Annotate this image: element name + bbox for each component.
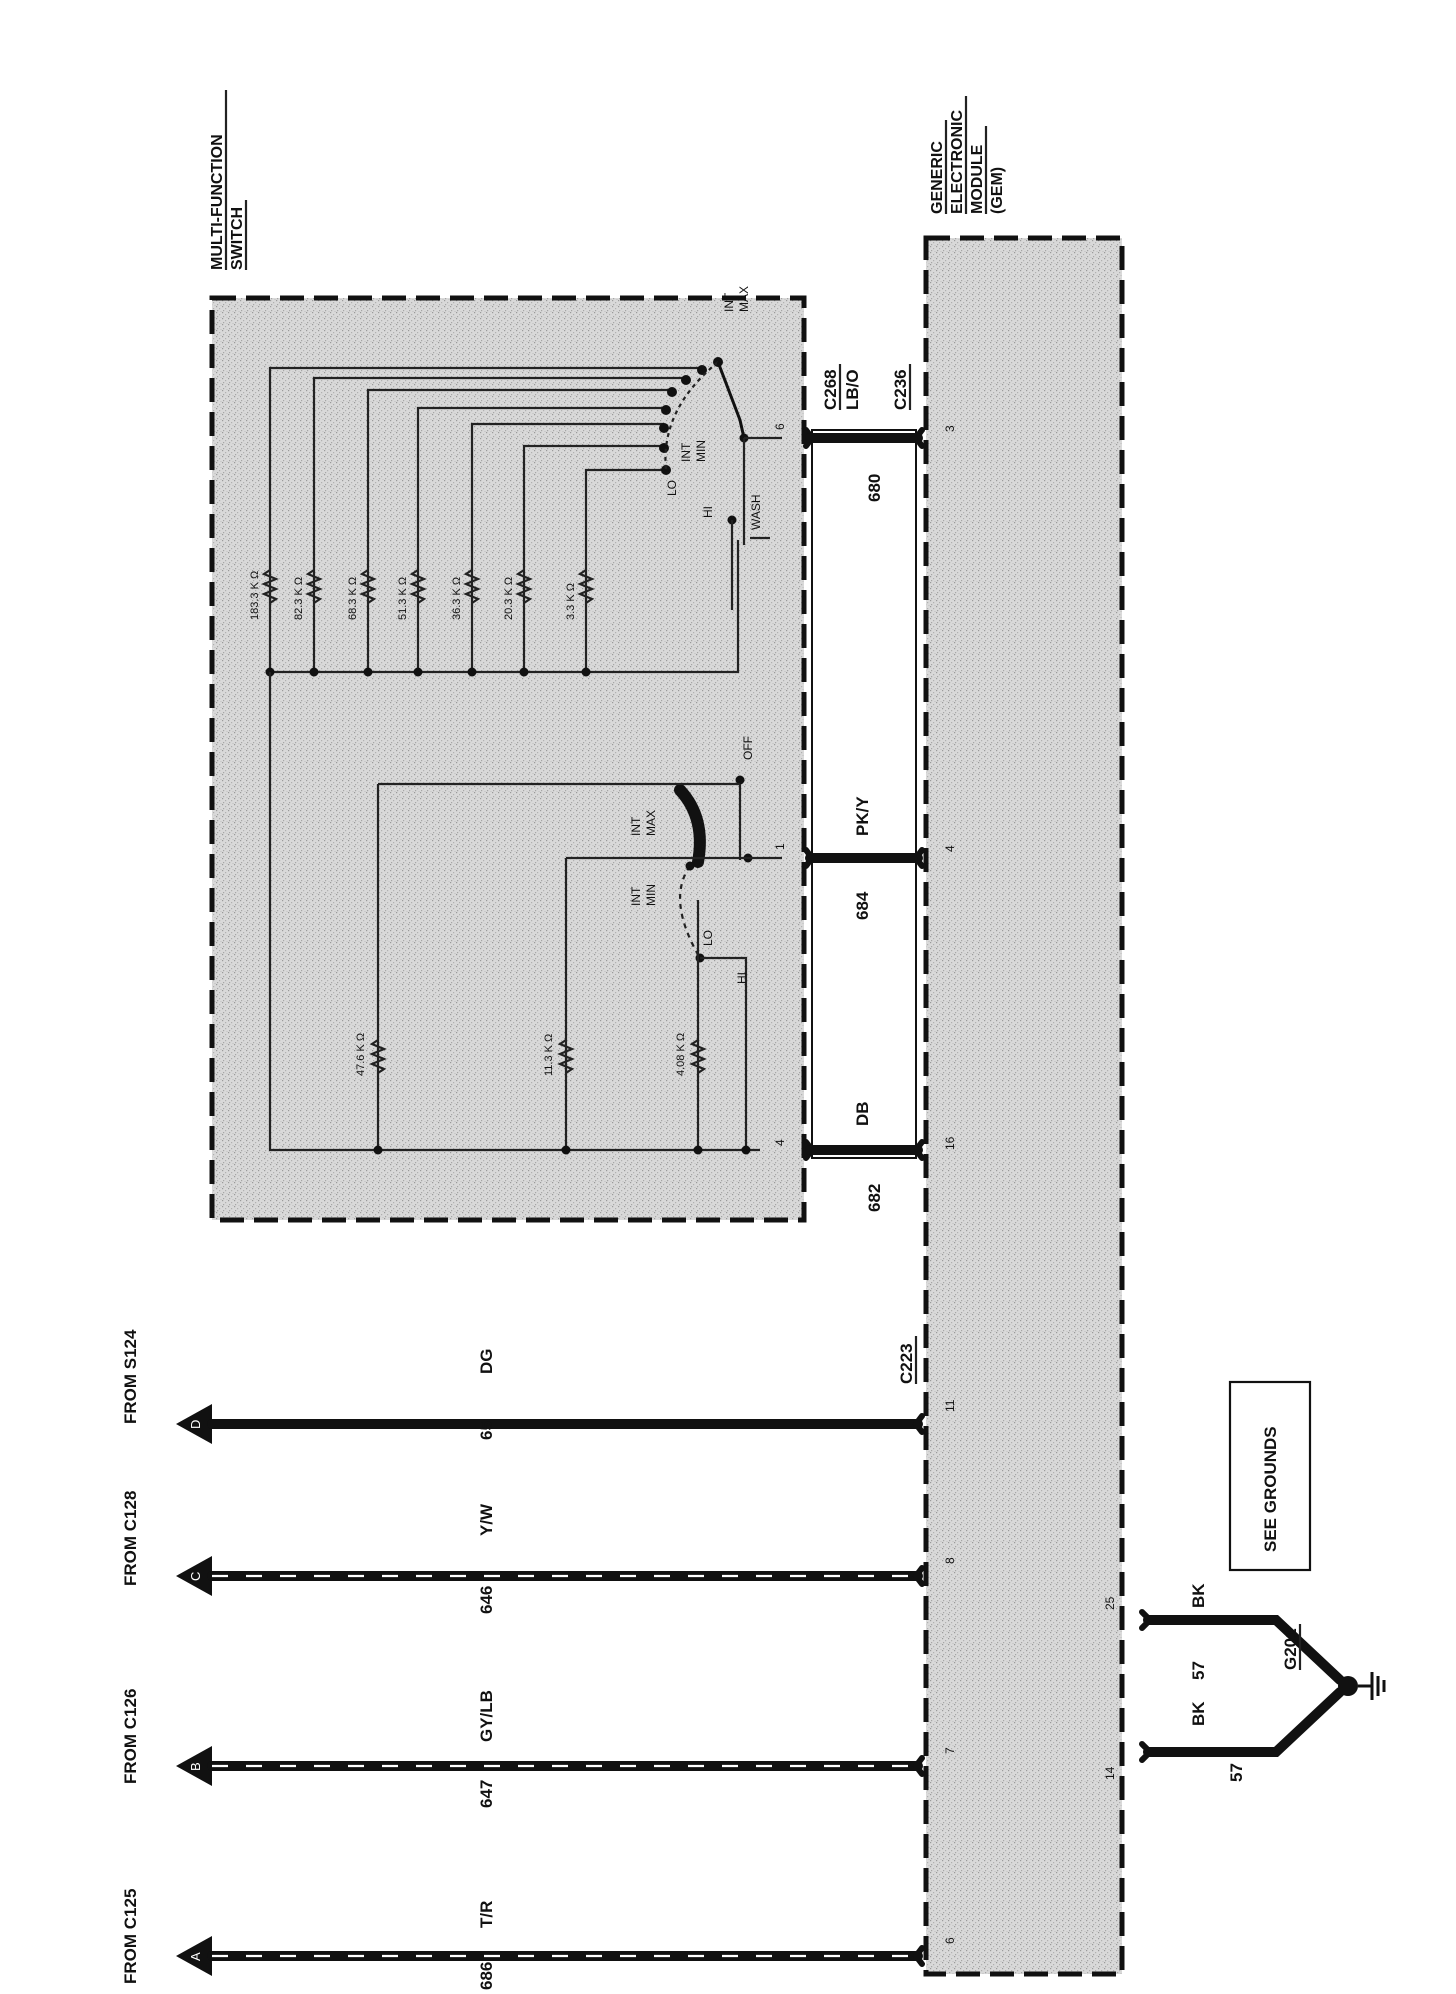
input-wire-b: B FROM C126 647 GY/LB bbox=[121, 1689, 925, 1808]
switch-pin-1: 1 bbox=[773, 843, 787, 850]
see-grounds-box[interactable] bbox=[1228, 1380, 1312, 1572]
upper-common-bus bbox=[270, 540, 740, 674]
connector-b-letter: B bbox=[188, 1762, 203, 1771]
gem-pin-8: 8 bbox=[943, 1557, 957, 1564]
lower-int-min-label: INT bbox=[629, 886, 643, 906]
resistor-label-20-3k: 20.3 K Ω bbox=[503, 577, 515, 620]
ground-circuit-57-lower: 57 bbox=[1227, 1763, 1246, 1782]
connector-a-icon bbox=[176, 1936, 212, 1976]
upper-rotary-switch bbox=[659, 357, 782, 610]
circuit-682: 682 bbox=[865, 1184, 884, 1212]
gem-pin-4: 4 bbox=[943, 845, 957, 852]
connector-c-icon bbox=[176, 1556, 212, 1596]
input-wire-a: A FROM C125 686 T/R bbox=[121, 1889, 925, 1990]
upper-int-min-label: INT bbox=[679, 442, 693, 462]
gem-title-line-3: MODULE bbox=[969, 144, 986, 214]
wire-color-gy-lb: GY/LB bbox=[477, 1690, 496, 1742]
resistor-label-68-3k: 68.3 K Ω bbox=[347, 577, 359, 620]
gem-title-line-2: ELECTRONIC bbox=[949, 110, 966, 214]
upper-int-min-label-2: MIN bbox=[694, 440, 708, 462]
gem-pin-16: 16 bbox=[943, 1136, 957, 1150]
circuit-647: 647 bbox=[477, 1780, 496, 1808]
gem-pin-25: 25 bbox=[1103, 1596, 1117, 1610]
c268-c236-bridge bbox=[811, 429, 917, 1159]
upper-hi-label: HI bbox=[701, 506, 715, 518]
ground-circuit-57-upper: 57 bbox=[1189, 1661, 1208, 1680]
resistor-label-3-3k: 3.3 K Ω bbox=[565, 583, 577, 620]
off-label: OFF bbox=[741, 736, 755, 760]
gem-pin-3: 3 bbox=[943, 425, 957, 432]
c268-label: C268 bbox=[821, 369, 840, 410]
gem-title-line-1: GENERIC bbox=[929, 141, 946, 214]
connector-c-letter: C bbox=[188, 1572, 203, 1581]
lower-lo-label: LO bbox=[701, 930, 715, 946]
upper-int-max-label-2: MAX bbox=[737, 286, 751, 312]
connector-b-icon bbox=[176, 1746, 212, 1786]
upper-int-max-label: INT bbox=[722, 292, 736, 312]
switch-gem-connectors: C268 C236 LB/O 680 PK/Y 684 DB 682 bbox=[803, 364, 925, 1212]
generic-electronic-module: GENERIC ELECTRONIC MODULE (GEM) 3 4 16 1… bbox=[923, 96, 1125, 1977]
wire-color-dg: DG bbox=[477, 1349, 496, 1375]
circuit-684: 684 bbox=[853, 891, 872, 920]
gem-pin-6: 6 bbox=[943, 1937, 957, 1944]
switch-pin-4: 4 bbox=[773, 1139, 787, 1146]
switch-pin-6: 6 bbox=[773, 423, 787, 430]
wire-color-y-w: Y/W bbox=[477, 1503, 496, 1536]
lower-rotary-switch bbox=[378, 775, 782, 1150]
resistor-label-183-3k: 183.3 K Ω bbox=[249, 571, 261, 620]
gem-pin-11: 11 bbox=[943, 1399, 957, 1412]
ground-bk-lower: BK bbox=[1189, 1701, 1208, 1726]
switch-title-line-2: SWITCH bbox=[229, 207, 246, 270]
circuit-686: 686 bbox=[477, 1962, 496, 1990]
c236-label: C236 bbox=[891, 369, 910, 410]
multi-function-switch-box bbox=[209, 295, 807, 1223]
lower-int-max-label: INT bbox=[629, 816, 643, 836]
circuit-646: 646 bbox=[477, 1586, 496, 1614]
gem-title-line-4: (GEM) bbox=[989, 167, 1006, 214]
from-c126: FROM C126 bbox=[121, 1689, 140, 1784]
lower-int-max-label-2: MAX bbox=[644, 810, 658, 836]
lower-resistor-network bbox=[268, 672, 760, 1155]
switch-title-line-1: MULTI-FUNCTION bbox=[209, 134, 226, 270]
input-wire-c: C FROM C128 646 Y/W bbox=[121, 1491, 925, 1614]
gem-pin-14: 14 bbox=[1103, 1766, 1117, 1780]
circuit-65: 65 bbox=[477, 1421, 496, 1440]
resistor-label-82-3k: 82.3 K Ω bbox=[293, 577, 305, 620]
wire-color-lb-o: LB/O bbox=[843, 369, 862, 410]
resistor-label-4-08k: 4.08 K Ω bbox=[675, 1033, 687, 1076]
wire-color-db: DB bbox=[853, 1101, 872, 1126]
c223-label: C223 bbox=[897, 1343, 916, 1384]
resistor-label-36-3k: 36.3 K Ω bbox=[451, 577, 463, 620]
connector-d-icon bbox=[176, 1404, 212, 1444]
ground-g201-label: G201 bbox=[1281, 1628, 1300, 1670]
lower-hi-label: HI bbox=[735, 972, 749, 984]
gem-pin-7: 7 bbox=[943, 1747, 957, 1754]
ground-bk-upper: BK bbox=[1189, 1583, 1208, 1608]
ground-circuit: BK 57 BK 57 G201 SEE GROUNDS bbox=[1139, 1380, 1386, 1782]
multi-function-switch: MULTI-FUNCTION SWITCH bbox=[209, 90, 807, 1223]
connector-d-letter: D bbox=[188, 1420, 203, 1429]
resistor-label-51-3k: 51.3 K Ω bbox=[397, 577, 409, 620]
resistor-label-47-6k: 47.6 K Ω bbox=[355, 1033, 367, 1076]
wire-color-t-r: T/R bbox=[477, 1901, 496, 1928]
from-c128: FROM C128 bbox=[121, 1491, 140, 1586]
wire-color-pk-y: PK/Y bbox=[853, 796, 872, 836]
connector-a-letter: A bbox=[188, 1952, 203, 1961]
from-c125: FROM C125 bbox=[121, 1889, 140, 1984]
input-wire-d: D FROM S124 65 DG bbox=[121, 1329, 925, 1444]
resistor-label-11-3k: 11.3 K Ω bbox=[543, 1034, 555, 1076]
lower-int-min-label-2: MIN bbox=[644, 884, 658, 906]
upper-resistor-network bbox=[261, 366, 706, 677]
see-grounds-link[interactable]: SEE GROUNDS bbox=[1261, 1426, 1280, 1552]
gem-box bbox=[923, 235, 1125, 1977]
circuit-680: 680 bbox=[865, 474, 884, 502]
from-s124: FROM S124 bbox=[121, 1329, 140, 1424]
wash-label: WASH bbox=[749, 494, 763, 530]
upper-lo-label: LO bbox=[665, 480, 679, 496]
